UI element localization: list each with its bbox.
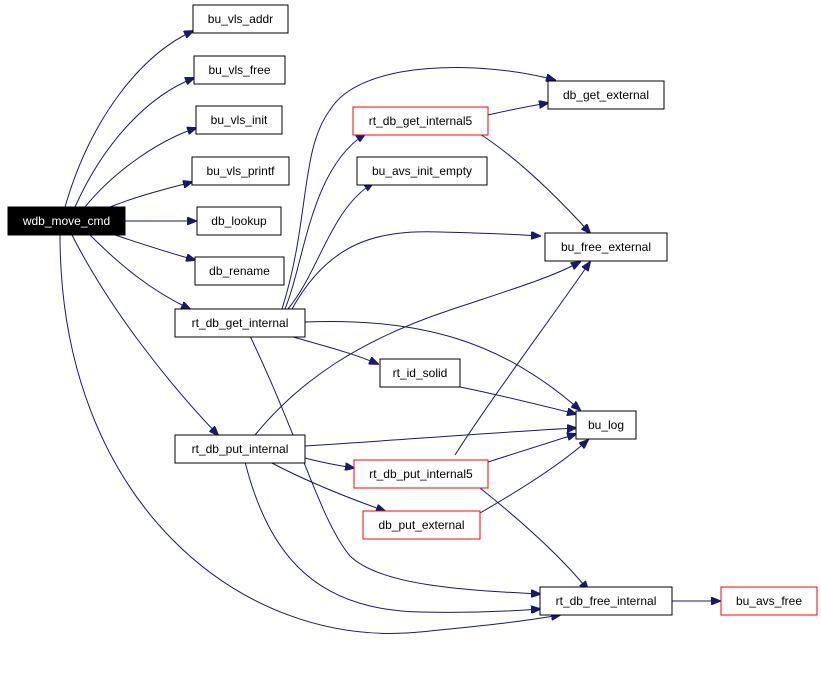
edge-rt_db_get_internal-bu_avs_init_empty [287, 183, 373, 310]
node-label-rt_id_solid: rt_id_solid [393, 366, 448, 380]
edge-rt_db_put_internal5-rt_db_free_internal [479, 487, 588, 590]
node-label-bu_vls_printf: bu_vls_printf [206, 164, 275, 178]
edge-wdb_move_cmd-rt_db_free_internal [59, 234, 560, 634]
node-label-rt_db_free_internal: rt_db_free_internal [556, 594, 657, 608]
edge-db_put_external-bu_log [479, 440, 588, 514]
node-db_rename[interactable]: db_rename [194, 256, 285, 286]
node-label-bu_avs_free: bu_avs_free [736, 594, 802, 608]
node-rt_db_free_internal[interactable]: rt_db_free_internal [539, 586, 673, 616]
edge-rt_db_get_internal-bu_free_external [291, 231, 540, 310]
node-label-db_get_external: db_get_external [563, 88, 649, 102]
edge-rt_db_get_internal-rt_db_get_internal5 [284, 134, 365, 310]
node-label-bu_vls_addr: bu_vls_addr [208, 12, 273, 26]
node-label-bu_vls_init: bu_vls_init [211, 113, 268, 127]
edge-rt_db_get_internal5-db_get_external [487, 103, 548, 116]
edge-rt_db_get_internal5-bu_free_external [479, 133, 590, 233]
edge-rt_db_put_internal-rt_db_put_internal5 [304, 457, 354, 468]
edge-wdb_move_cmd-rt_db_get_internal [89, 234, 190, 309]
edge-wdb_move_cmd-bu_vls_printf [109, 182, 192, 208]
edge-rt_db_put_internal-bu_free_external [254, 262, 580, 436]
node-label-wdb_move_cmd: wdb_move_cmd [22, 214, 110, 228]
node-rt_db_get_internal5[interactable]: rt_db_get_internal5 [352, 106, 489, 136]
node-db_lookup[interactable]: db_lookup [196, 206, 282, 236]
edge-wdb_move_cmd-bu_vls_free [74, 78, 194, 208]
node-wdb_move_cmd[interactable]: wdb_move_cmd [7, 206, 126, 236]
node-bu_vls_free[interactable]: bu_vls_free [193, 55, 286, 85]
node-bu_avs_free[interactable]: bu_avs_free [720, 586, 818, 616]
edge-rt_db_put_internal5-bu_free_external [454, 262, 590, 456]
node-label-db_rename: db_rename [209, 264, 270, 278]
edge-rt_db_get_internal-db_get_external [281, 67, 555, 310]
edge-rt_db_get_internal-rt_db_free_internal [249, 335, 540, 594]
edge-rt_db_put_internal-db_put_external [269, 461, 385, 511]
node-label-rt_db_put_internal5: rt_db_put_internal5 [369, 467, 473, 481]
node-db_get_external[interactable]: db_get_external [547, 80, 665, 110]
node-label-rt_db_get_internal5: rt_db_get_internal5 [369, 114, 473, 128]
node-label-bu_free_external: bu_free_external [561, 240, 651, 254]
edge-rt_db_put_internal-rt_db_free_internal [244, 461, 540, 612]
node-rt_db_put_internal5[interactable]: rt_db_put_internal5 [353, 459, 489, 489]
nodes: wdb_move_cmd bu_vls_addr bu_vls_free bu_… [7, 4, 818, 616]
node-bu_vls_addr[interactable]: bu_vls_addr [192, 4, 289, 34]
node-rt_id_solid[interactable]: rt_id_solid [379, 358, 461, 388]
node-label-bu_avs_init_empty: bu_avs_init_empty [372, 164, 472, 178]
edge-rt_db_get_internal-rt_id_solid [289, 335, 378, 364]
node-bu_avs_init_empty[interactable]: bu_avs_init_empty [356, 156, 488, 186]
node-bu_vls_init[interactable]: bu_vls_init [195, 105, 283, 135]
edge-wdb_move_cmd-db_rename [114, 234, 195, 260]
node-db_put_external[interactable]: db_put_external [362, 510, 481, 540]
edge-rt_db_put_internal5-bu_log [487, 434, 576, 463]
node-label-bu_vls_free: bu_vls_free [208, 63, 270, 77]
node-label-rt_db_put_internal: rt_db_put_internal [192, 442, 289, 456]
node-label-db_lookup: db_lookup [211, 214, 267, 228]
edge-wdb_move_cmd-rt_db_put_internal [71, 234, 218, 435]
edge-rt_id_solid-bu_log [459, 386, 576, 414]
edge-wdb_move_cmd-bu_vls_init [84, 128, 196, 208]
node-label-bu_log: bu_log [588, 418, 624, 432]
node-bu_log[interactable]: bu_log [575, 410, 637, 440]
edges [59, 31, 720, 634]
edge-rt_db_get_internal-bu_log [304, 321, 580, 410]
node-label-db_put_external: db_put_external [378, 518, 464, 532]
node-bu_free_external[interactable]: bu_free_external [544, 232, 668, 262]
edge-wdb_move_cmd-bu_vls_addr [64, 31, 193, 208]
node-rt_db_get_internal[interactable]: rt_db_get_internal [174, 308, 306, 338]
node-label-rt_db_get_internal: rt_db_get_internal [192, 316, 289, 330]
edge-rt_db_put_internal-bu_log [304, 428, 576, 447]
node-bu_vls_printf[interactable]: bu_vls_printf [191, 156, 290, 186]
node-rt_db_put_internal[interactable]: rt_db_put_internal [174, 434, 306, 464]
